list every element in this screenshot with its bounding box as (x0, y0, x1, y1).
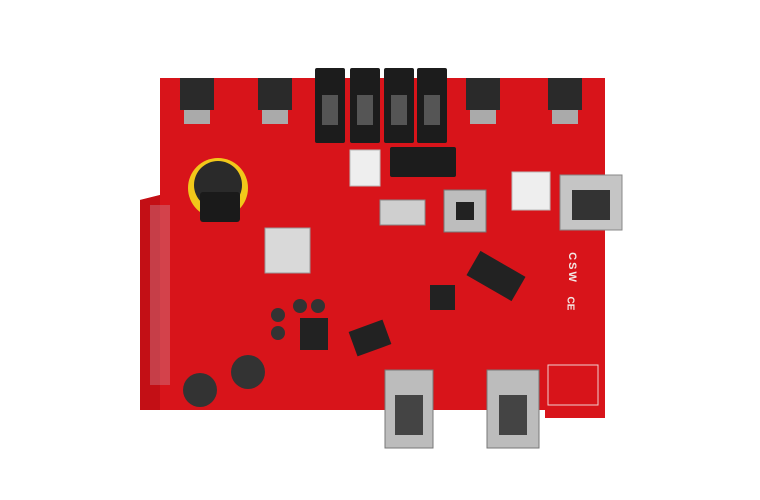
electrolytic-capacitor (231, 355, 265, 389)
board-edge-shade (140, 195, 160, 410)
bottom-header (547, 364, 599, 406)
ce-mark: CE (564, 296, 576, 311)
power-connector-2 (511, 171, 551, 211)
ics (300, 250, 526, 357)
board-outline (140, 78, 605, 418)
electrolytic-capacitor-2 (183, 373, 217, 407)
voltage-regulators (180, 78, 582, 110)
power-connector (349, 149, 381, 187)
usb-a-small-port (379, 199, 426, 226)
gps-module (264, 227, 311, 274)
pin-header-field (150, 205, 170, 385)
board-label: CSW (565, 252, 578, 284)
